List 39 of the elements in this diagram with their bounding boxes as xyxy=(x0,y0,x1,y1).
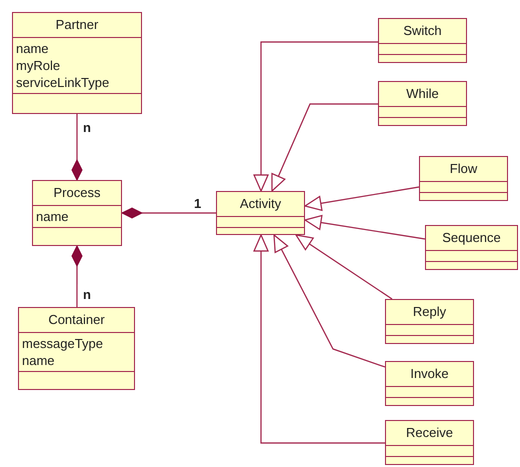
class-name: Reply xyxy=(412,304,446,319)
generalization-arrow xyxy=(253,234,385,444)
class-name: Process xyxy=(54,185,100,200)
attribute-text: myRole xyxy=(16,57,60,74)
generalization-arrow xyxy=(253,41,378,192)
class-name: Activity xyxy=(240,196,282,211)
class-name: While xyxy=(406,86,439,101)
attribute-text: name xyxy=(16,40,49,57)
class-name: Receive xyxy=(406,425,453,440)
generalization-arrow xyxy=(304,214,426,240)
composition-line xyxy=(122,208,216,218)
multiplicity-label: 1 xyxy=(193,197,202,211)
class-box xyxy=(385,299,474,344)
class-name: Flow xyxy=(450,161,478,176)
attribute-text: name xyxy=(36,208,69,225)
generalization-arrow xyxy=(271,103,378,192)
class-name: Partner xyxy=(56,17,98,32)
class-box xyxy=(32,180,122,246)
class-box xyxy=(425,225,518,270)
class-box xyxy=(18,307,135,390)
composition-line xyxy=(72,114,82,180)
class-box xyxy=(12,12,142,114)
class-box xyxy=(385,420,474,465)
class-box xyxy=(385,361,474,406)
class-box xyxy=(216,191,305,235)
attribute-text: messageType xyxy=(22,335,103,352)
generalization-arrow xyxy=(295,234,392,300)
class-name: Switch xyxy=(403,23,442,38)
class-name: Invoke xyxy=(410,366,449,381)
class-name: Container xyxy=(48,312,105,327)
composition-line xyxy=(72,246,82,307)
attribute-text: name xyxy=(22,352,55,369)
class-box xyxy=(378,18,467,63)
class-box xyxy=(419,156,508,201)
attribute-text: serviceLinkType xyxy=(16,74,110,91)
generalization-arrow xyxy=(304,186,420,211)
class-name: Sequence xyxy=(442,230,501,245)
generalization-arrow xyxy=(273,234,386,368)
class-box xyxy=(378,81,467,126)
